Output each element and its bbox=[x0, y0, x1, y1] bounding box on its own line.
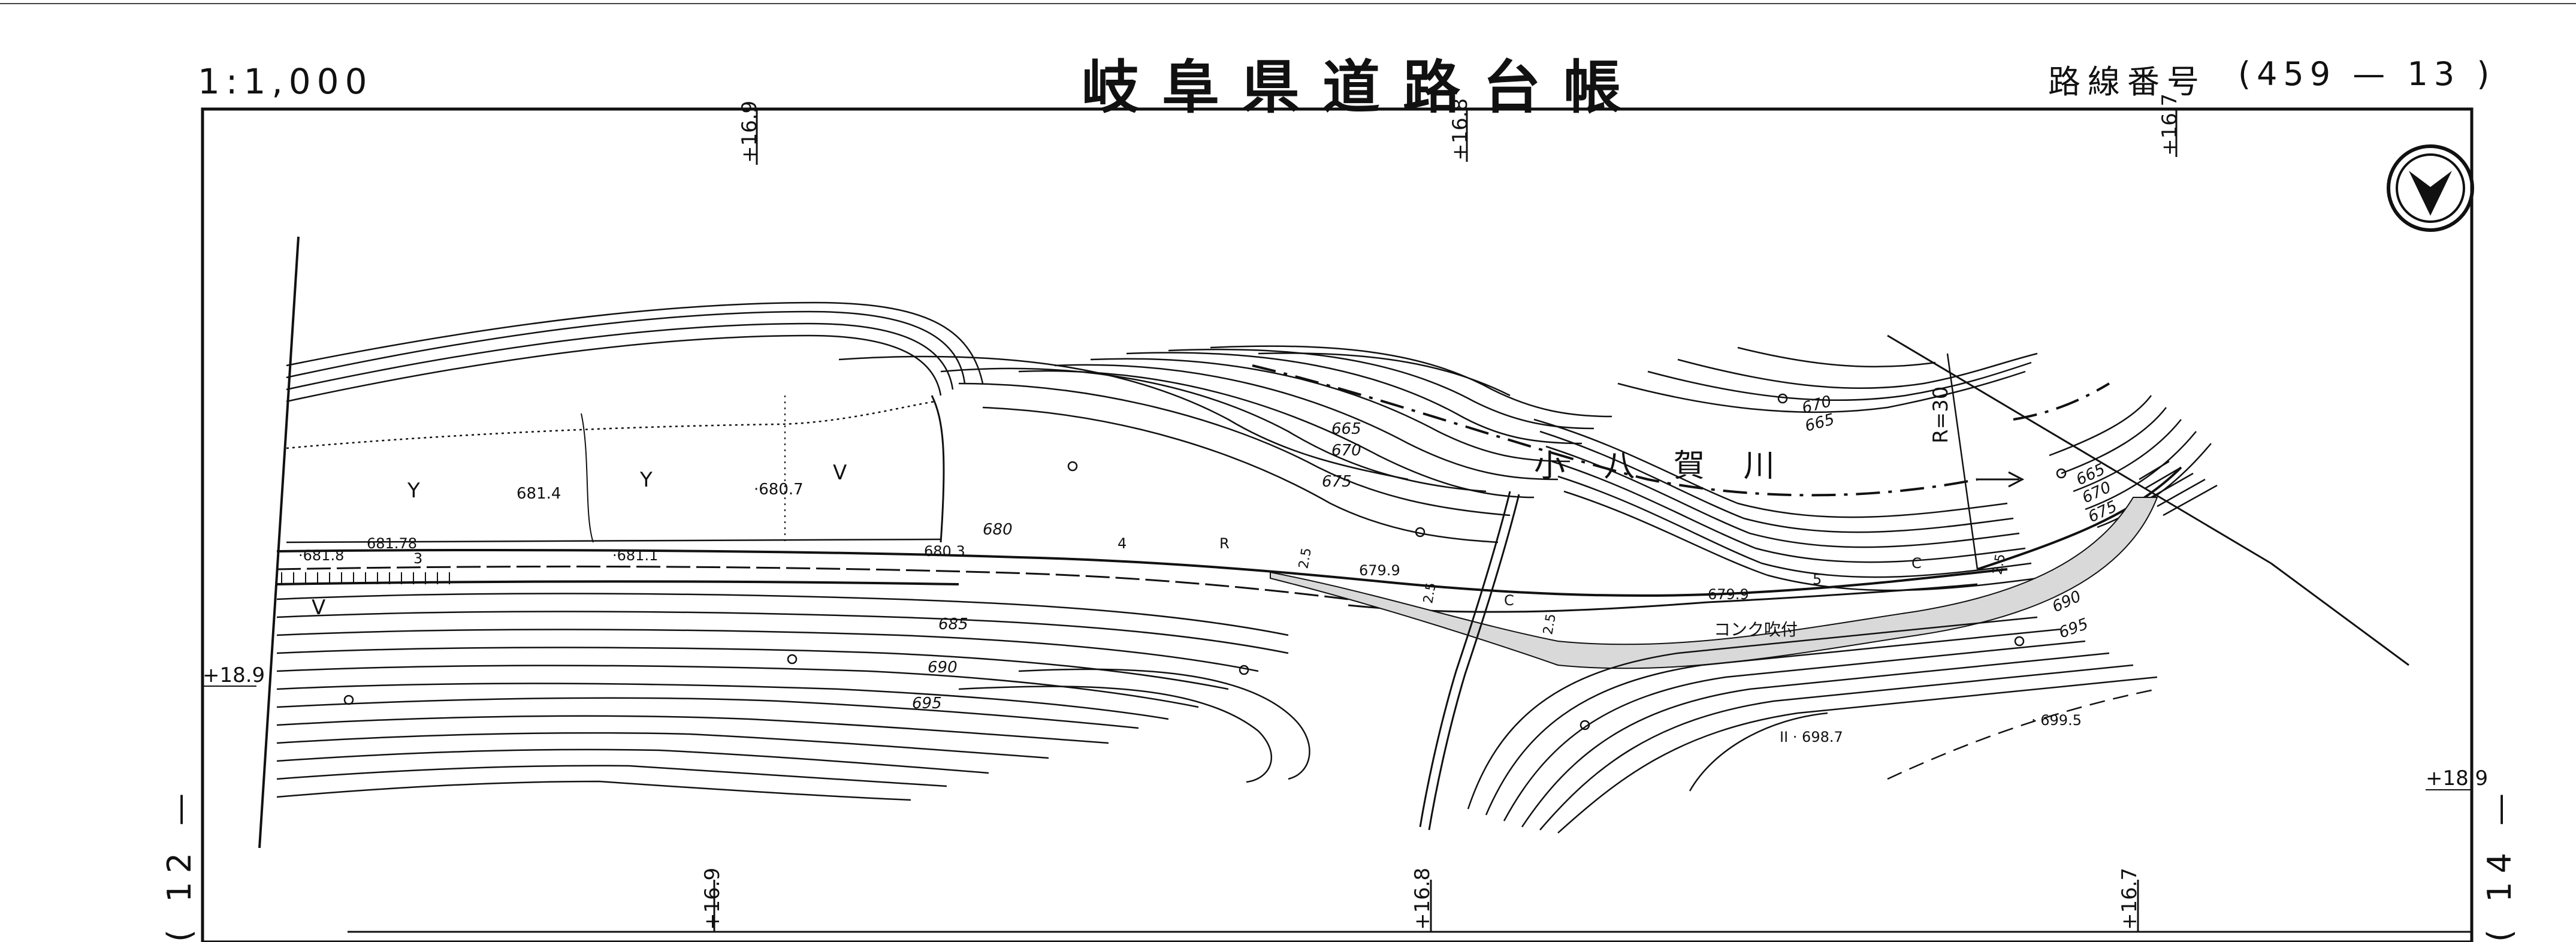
road-mark-c-1: C bbox=[1911, 555, 1922, 572]
river-name: 小 八 賀 川 bbox=[1534, 448, 1789, 484]
field-mark-2: Y bbox=[639, 468, 653, 492]
curve-radius-label: R=30 bbox=[1929, 387, 1953, 443]
lower-contours bbox=[276, 593, 2158, 834]
road-mark-r: R bbox=[1219, 535, 1230, 552]
station-label-top-2: +16.8 bbox=[1448, 98, 1472, 161]
station-label-bottom-1: +16.9 bbox=[700, 868, 724, 930]
tree-symbols bbox=[343, 393, 2067, 730]
spot-elevation-3: ·681.8 bbox=[298, 547, 344, 564]
spot-elevation-5: ·681.1 bbox=[612, 547, 658, 564]
contour-label-670-a: 670 bbox=[1331, 442, 1361, 460]
road-mark-25-c: 2.5 bbox=[1541, 612, 1559, 636]
road-hatch bbox=[281, 572, 450, 584]
upper-contours bbox=[286, 301, 2212, 591]
route-number-value: (459 — 13 ) bbox=[2238, 55, 2496, 93]
road-alignment bbox=[276, 334, 2409, 666]
curve-hatch bbox=[2139, 460, 2218, 517]
station-label-top-3: +16.7 bbox=[2158, 93, 2182, 156]
spot-elevation-8: 679.9 bbox=[1708, 586, 1749, 603]
crossing-ditch bbox=[1419, 491, 1520, 831]
spot-elevation-10: · 699.5 bbox=[2031, 712, 2082, 729]
spot-elevation-2: ·680.7 bbox=[754, 481, 804, 499]
map-frame bbox=[201, 107, 2474, 942]
contour-label-665-a: 665 bbox=[1331, 420, 1361, 438]
road-mark-25-b: 2.5 bbox=[1421, 581, 1439, 605]
station-label-left-edge: +18.9 bbox=[203, 663, 265, 687]
road-mark-c-2: C bbox=[1504, 592, 1514, 609]
spot-elevation-7: 679.9 bbox=[1359, 562, 1400, 579]
spot-elevation-6: 680.3 bbox=[924, 543, 965, 560]
road-mark-5: 5 bbox=[1813, 571, 1822, 588]
field-parcel bbox=[286, 395, 945, 544]
slope-protection-label: コンク吹付 bbox=[1714, 620, 1798, 639]
road-mark-3: 3 bbox=[413, 550, 422, 567]
field-mark-4: V bbox=[312, 596, 325, 620]
spot-elevation-1: 681.4 bbox=[517, 485, 561, 503]
contour-label-695-b: 695 bbox=[2056, 615, 2091, 642]
spot-elevation-4: 681.78 bbox=[367, 535, 417, 552]
spot-elevation-9: II · 698.7 bbox=[1780, 729, 1843, 745]
road-mark-25-d: 2.5 bbox=[1990, 552, 2009, 576]
left-boundary-line bbox=[258, 236, 300, 849]
contour-label-690: 690 bbox=[928, 659, 958, 677]
north-arrow-icon bbox=[2387, 144, 2474, 232]
contour-label-695: 695 bbox=[912, 695, 942, 712]
station-label-bottom-3: +16.7 bbox=[2118, 868, 2142, 930]
contour-label-680: 680 bbox=[983, 521, 1013, 539]
road-mark-25-a: 2.5 bbox=[1296, 547, 1315, 570]
map-scale: 1:1,000 bbox=[198, 61, 373, 102]
slope-protection-area bbox=[1270, 497, 2158, 669]
road-mark-4: 4 bbox=[1118, 535, 1127, 552]
station-label-top-1: +16.9 bbox=[738, 101, 762, 163]
field-mark-1: Y bbox=[407, 479, 420, 503]
station-label-right-edge: +18.9 bbox=[2426, 766, 2488, 790]
station-label-bottom-2: +16.8 bbox=[1411, 868, 1435, 930]
field-mark-3: V bbox=[833, 461, 847, 485]
contour-label-685: 685 bbox=[938, 615, 968, 633]
contour-label-675-a: 675 bbox=[1322, 473, 1352, 491]
route-number-label: 路線番号 bbox=[2048, 63, 2206, 101]
